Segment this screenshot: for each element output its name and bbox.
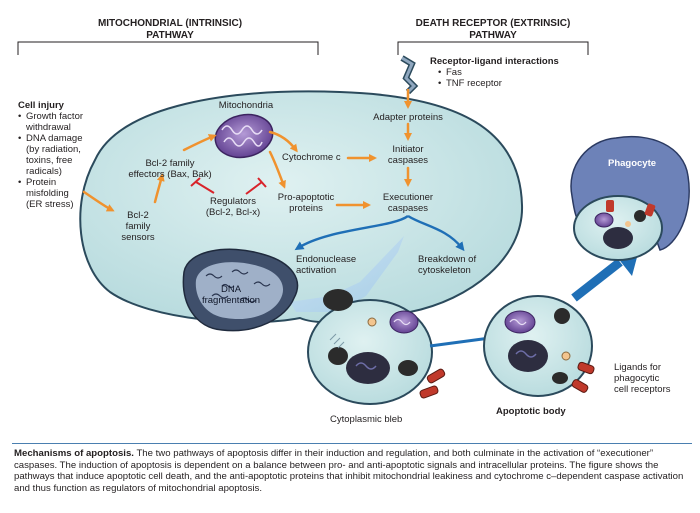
extrinsic-header-line1: DEATH RECEPTOR (EXTRINSIC) [415,18,571,29]
pro-apoptotic-label: Pro-apoptotic proteins [272,192,340,214]
injury-item: DNA damage [26,133,83,144]
intrinsic-header: MITOCHONDRIAL (INTRINSIC) PATHWAY [70,18,270,42]
apoptotic-body-label: Apoptotic body [496,406,566,417]
endonuclease-line: activation [296,265,337,276]
receptor-item: Fas [438,67,590,78]
to-phagocyte-arrow [571,258,623,302]
pro-apoptotic-line: proteins [289,203,323,214]
regulators-line: Regulators [210,196,256,207]
extrinsic-header: DEATH RECEPTOR (EXTRINSIC) PATHWAY [398,18,588,42]
pathway-arrows [82,88,412,212]
intrinsic-header-line1: MITOCHONDRIAL (INTRINSIC) [97,18,243,29]
fragmented-nucleus [182,248,299,332]
executioner-line: caspases [387,203,429,214]
bcl2-sensors-line: family [125,221,151,232]
intrinsic-header-line2: PATHWAY [146,30,194,41]
bcl2-effectors-label: Bcl-2 family effectors (Bax, Bak) [122,158,218,180]
initiator-line: caspases [387,155,429,166]
ligands-line: cell receptors [614,384,671,395]
injury-item: toxins, free [26,155,73,166]
injury-item: (ER stress) [26,199,74,210]
pro-apoptotic-line: Pro-apoptotic [277,192,335,203]
bcl2-sensors-line: sensors [121,232,155,243]
receptor-title: Receptor-ligand interactions [430,56,559,67]
cell-injury-title: Cell injury [18,100,64,111]
bcl2-effectors-line: Bcl-2 family [145,158,195,169]
dna-frag-line: fragmentation [201,295,261,306]
initiator-caspases-label: Initiator caspases [376,144,440,166]
extrinsic-header-line2: PATHWAY [469,30,517,41]
bcl2-sensors-line: Bcl-2 [127,210,149,221]
executioner-caspases-label: Executioner caspases [370,192,446,214]
to-apoptotic-body-arrow [429,334,494,348]
cytoskeleton-label: Breakdown of cytoskeleton [418,254,498,276]
executioner-line: Executioner [382,192,434,203]
bcl2-effectors-line: effectors (Bax, Bak) [128,169,212,180]
cytoskeleton-line: Breakdown of [418,254,477,265]
endonuclease-label: Endonuclease activation [296,254,376,276]
apoptotic-body [483,295,595,397]
cytoskeleton-line: cytoskeleton [418,265,471,276]
caspase-branch-arrows [294,214,465,252]
inhibition-marks [190,177,267,195]
injury-item: Protein [26,177,57,188]
ligands-label: Ligands for phagocytic cell receptors [614,362,694,395]
cytochrome-c-label: Cytochrome c [282,152,341,163]
mitochondrion [214,113,274,159]
cytoplasmic-bleb-label: Cytoplasmic bleb [330,414,403,425]
regulators-label: Regulators (Bcl-2, Bcl-x) [196,196,270,218]
intrinsic-bracket [17,41,319,55]
regulators-line: (Bcl-2, Bcl-x) [205,207,261,218]
ligands-line: phagocytic [614,373,660,384]
receptor-block: Receptor-ligand interactions Fas TNF rec… [430,56,590,89]
phagocyte-label: Phagocyte [608,158,657,169]
ligands-line: Ligands for [614,362,662,373]
bcl2-sensors-label: Bcl-2 family sensors [116,210,160,243]
adapter-proteins-label: Adapter proteins [373,112,443,123]
caption-divider [12,443,692,444]
injury-item: (by radiation, [26,144,81,155]
dna-frag-line: DNA [220,284,242,295]
mitochondria-label: Mitochondria [218,100,274,111]
receptor-item: TNF receptor [438,78,590,89]
injury-item: misfolding [26,188,69,199]
death-receptor [400,55,419,95]
caption-text: The two pathways of apoptosis differ in … [14,448,684,494]
phagocyte [570,135,690,261]
endonuclease-line: Endonuclease [296,254,357,265]
bleb-cell [307,289,446,405]
caption-lead: Mechanisms of apoptosis. [14,448,134,459]
figure-caption: Mechanisms of apoptosis. The two pathway… [14,448,690,494]
injury-item: Growth factor [26,111,84,122]
initiator-line: Initiator [392,144,424,155]
extrinsic-bracket [397,41,589,55]
dna-fragmentation-label: DNA fragmentation [196,284,266,306]
injury-item: withdrawal [26,122,71,133]
injury-item: radicals) [26,166,62,177]
